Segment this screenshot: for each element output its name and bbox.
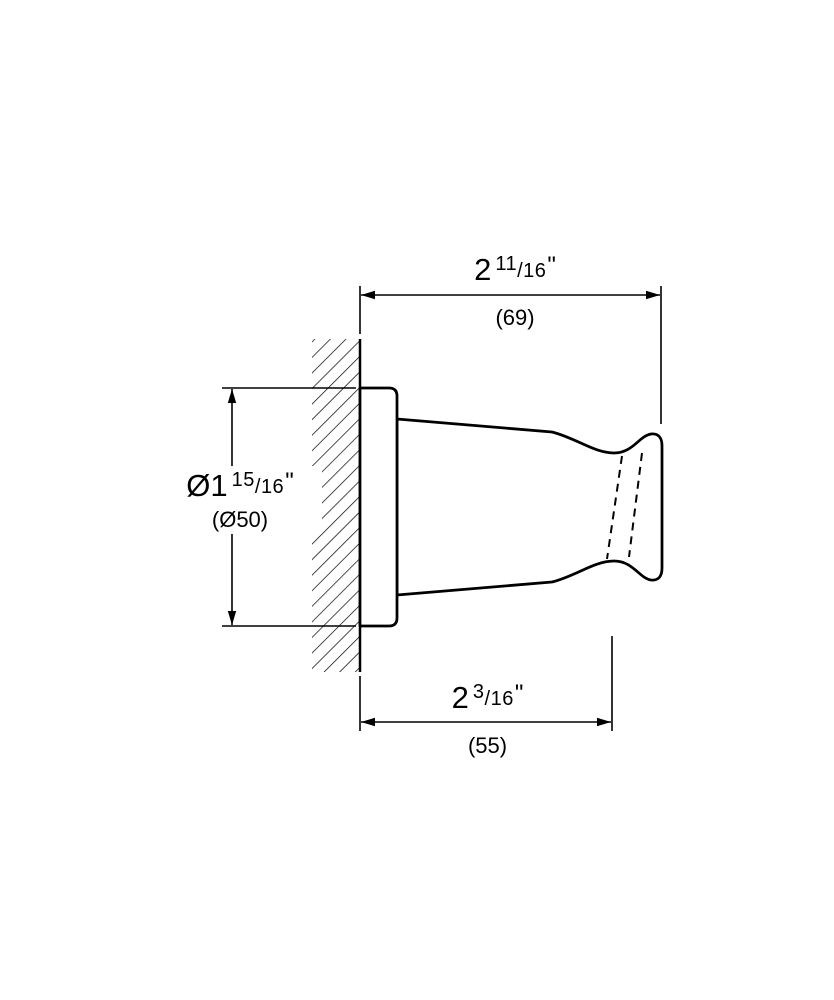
flange-outline (358, 386, 399, 628)
hidden-edge-left (606, 455, 623, 560)
wall-hatching (312, 339, 360, 672)
holder-body-outline (395, 417, 664, 597)
dimension-top (359, 286, 662, 424)
hidden-edge-lines (606, 452, 643, 560)
hidden-edge-right (628, 452, 643, 558)
dimension-bottom (359, 636, 613, 731)
